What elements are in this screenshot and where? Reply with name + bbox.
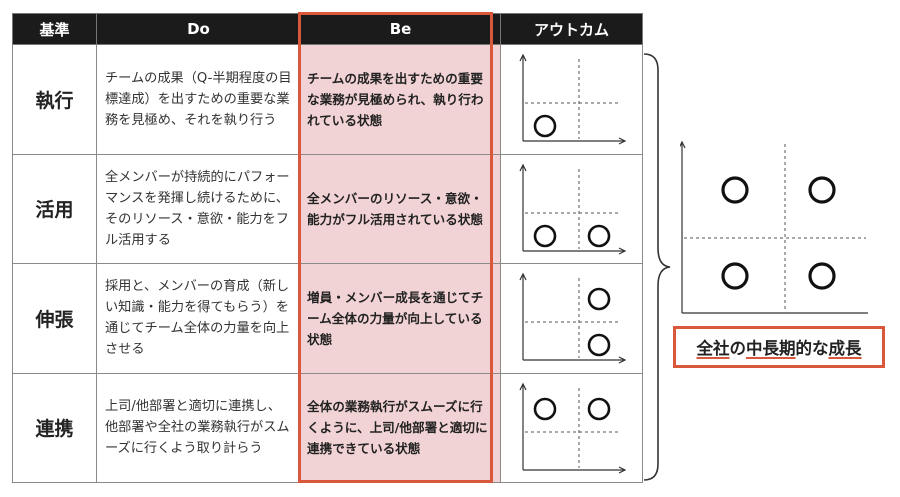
be-cell: 増員・メンバー成長を通じてチーム全体の力量が向上している状態 [300,263,501,374]
caption-word-midterm: 中長期 [746,339,796,358]
outcome-circle-icon [587,224,610,248]
caption-particle-2: 的な [795,339,829,358]
x-axis-arrow-icon [618,356,626,364]
outcome-cell [500,44,643,155]
outcome-circle-icon [533,224,556,248]
outcome-cell [500,263,643,374]
x-axis-arrow-icon [618,137,626,145]
outcome-matrix [518,53,626,145]
do-cell: 採用と、メンバーの育成（新しい知識・能力を得てもらう）を通じてチーム全体の力量を… [96,263,301,374]
y-axis-arrow-icon [680,140,686,149]
be-cell: チームの成果を出すための重要な業務が見極められ、執り行われている状態 [300,44,501,155]
x-axis-arrow-icon [618,466,626,474]
header-do: Do [96,13,301,45]
be-cell: 全メンバーのリソース・意欲・能力がフル活用されている状態 [300,153,501,264]
do-cell: チームの成果（Q-半期程度の目標達成）を出すための重要な業務を見極め、それを執り… [96,44,301,155]
be-cell: 全体の業務執行がスムーズに行くように、上司/他部署と適切に連携できている状態 [300,372,501,483]
y-axis-arrow-icon [518,272,527,281]
outcome-circle-icon [721,176,749,204]
outcome-circle-icon [533,397,556,421]
outcome-circle-icon [587,333,610,357]
criterion-cell: 活用 [12,153,97,264]
outcome-circle-icon [808,176,836,204]
y-axis-arrow-icon [518,382,527,391]
outcome-circle-icon [587,287,610,311]
table-row: 執行 チームの成果（Q-半期程度の目標達成）を出すための重要な業務を見極め、それ… [12,44,643,155]
header-outcome: アウトカム [500,13,643,45]
table-row: 伸張 採用と、メンバーの育成（新しい知識・能力を得てもらう）を通じてチーム全体の… [12,263,643,374]
table-row: 活用 全メンバーが持続的にパフォーマンスを発揮し続けるために、そのリソース・意欲… [12,153,643,264]
y-axis-arrow-icon [518,53,527,62]
table-row: 連携 上司/他部署と適切に連携し、他部署や全社の業務執行がスムーズに行くよう取り… [12,372,643,483]
criteria-table: 基準 Do Be アウトカム 執行 チームの成果（Q-半期程度の目標達成）を出す… [12,13,643,483]
do-cell: 全メンバーが持続的にパフォーマンスを発揮し続けるために、そのリソース・意欲・能力… [96,153,301,264]
company-growth-matrix [680,140,868,314]
caption-word-growth: 成長 [828,339,862,358]
criterion-cell: 伸張 [12,263,97,374]
outcome-circle-icon [721,262,749,290]
outcome-matrix [518,163,626,255]
outcome-cell [500,153,643,264]
outcome-cell [500,372,643,483]
criterion-cell: 執行 [12,44,97,155]
header-row: 基準 Do Be アウトカム [12,13,643,45]
header-be: Be [300,13,501,45]
outcome-matrix [518,272,626,364]
do-cell: 上司/他部署と適切に連携し、他部署や全社の業務執行がスムーズに行くよう取り計らう [96,372,301,483]
criterion-cell: 連携 [12,372,97,483]
y-axis-arrow-icon [518,163,527,172]
outcome-circle-icon [533,114,556,138]
header-criterion: 基準 [12,13,97,45]
outcome-circle-icon [808,262,836,290]
caption-particle: の [729,339,747,358]
x-axis-arrow-icon [618,247,626,255]
company-growth-caption: 全社の中長期的な成長 [673,326,885,368]
outcome-circle-icon [587,397,610,421]
caption-word-company: 全社 [696,339,730,358]
outcome-matrix [518,382,626,474]
right-brace-icon [643,53,671,481]
